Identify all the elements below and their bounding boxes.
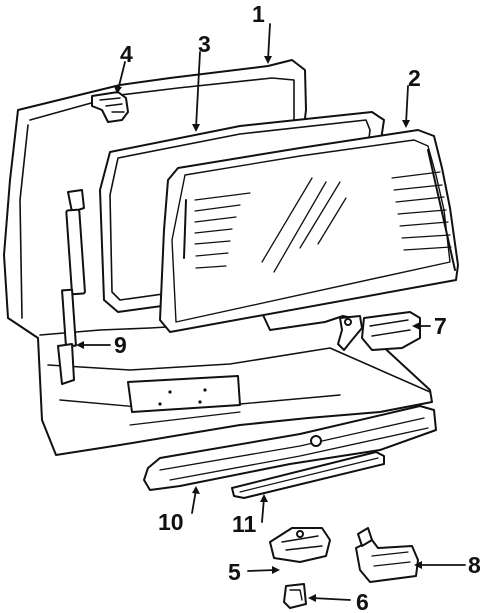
hinge — [91, 91, 129, 123]
callout-4: 4 — [120, 41, 133, 67]
latch — [269, 527, 331, 563]
back-glass — [159, 129, 459, 333]
callout-3: 3 — [198, 31, 211, 57]
callout-6: 6 — [356, 589, 369, 613]
callout-labels: 1 2 3 4 5 6 7 8 9 10 11 — [114, 1, 481, 613]
license-plate-recess — [127, 375, 241, 413]
callout-7: 7 — [434, 313, 447, 339]
garnish-molding — [143, 405, 437, 491]
callout-1: 1 — [252, 1, 265, 27]
callout-5: 5 — [228, 559, 241, 585]
arrowheads — [76, 56, 422, 602]
callout-11: 11 — [232, 511, 257, 537]
callout-9: 9 — [114, 332, 127, 358]
latch-actuator — [337, 311, 421, 351]
striker — [283, 583, 307, 609]
callout-2: 2 — [408, 65, 421, 91]
lock-cylinder — [355, 527, 419, 583]
leader-lines — [79, 23, 466, 601]
lower-molding — [231, 451, 385, 499]
glass-reflection — [261, 177, 347, 273]
defogger-grid — [194, 171, 452, 269]
callout-8: 8 — [468, 552, 481, 578]
support-strut — [57, 189, 86, 385]
callout-10: 10 — [158, 509, 184, 535]
